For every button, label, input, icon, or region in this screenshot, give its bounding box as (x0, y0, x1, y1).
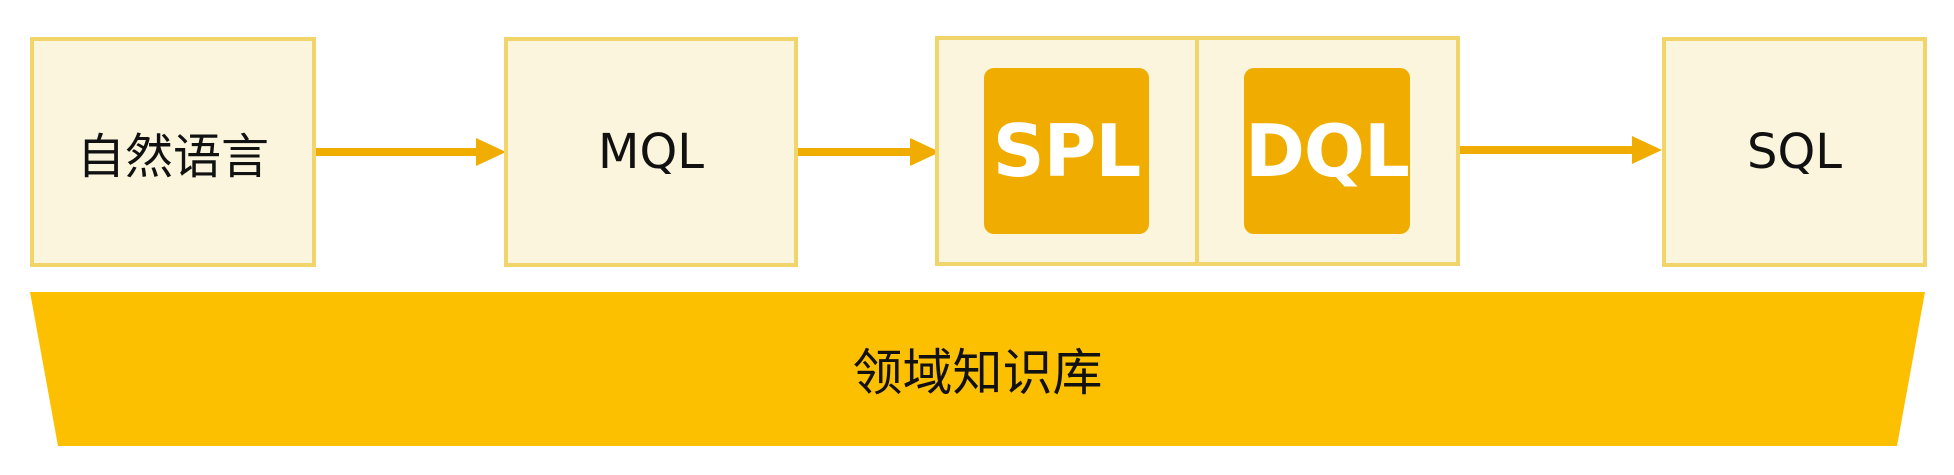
arrow-natural-to-mql (316, 138, 506, 166)
dql-label: DQL (1245, 109, 1410, 193)
mql-label: MQL (598, 124, 704, 180)
natural-language-label: 自然语言 (76, 129, 269, 185)
engine-divider (1195, 36, 1199, 266)
arrow-dql-to-sql (1460, 136, 1662, 164)
spl-tile: SPL (984, 68, 1149, 234)
mql-box: MQL (504, 37, 798, 267)
sql-box: SQL (1662, 37, 1927, 267)
dql-tile: DQL (1244, 68, 1410, 234)
spl-label: SPL (992, 109, 1142, 193)
arrow-mql-to-spl (798, 138, 940, 166)
knowledge-base-label: 领域知识库 (852, 344, 1103, 402)
natural-language-box: 自然语言 (30, 37, 316, 267)
sql-label: SQL (1747, 124, 1842, 180)
